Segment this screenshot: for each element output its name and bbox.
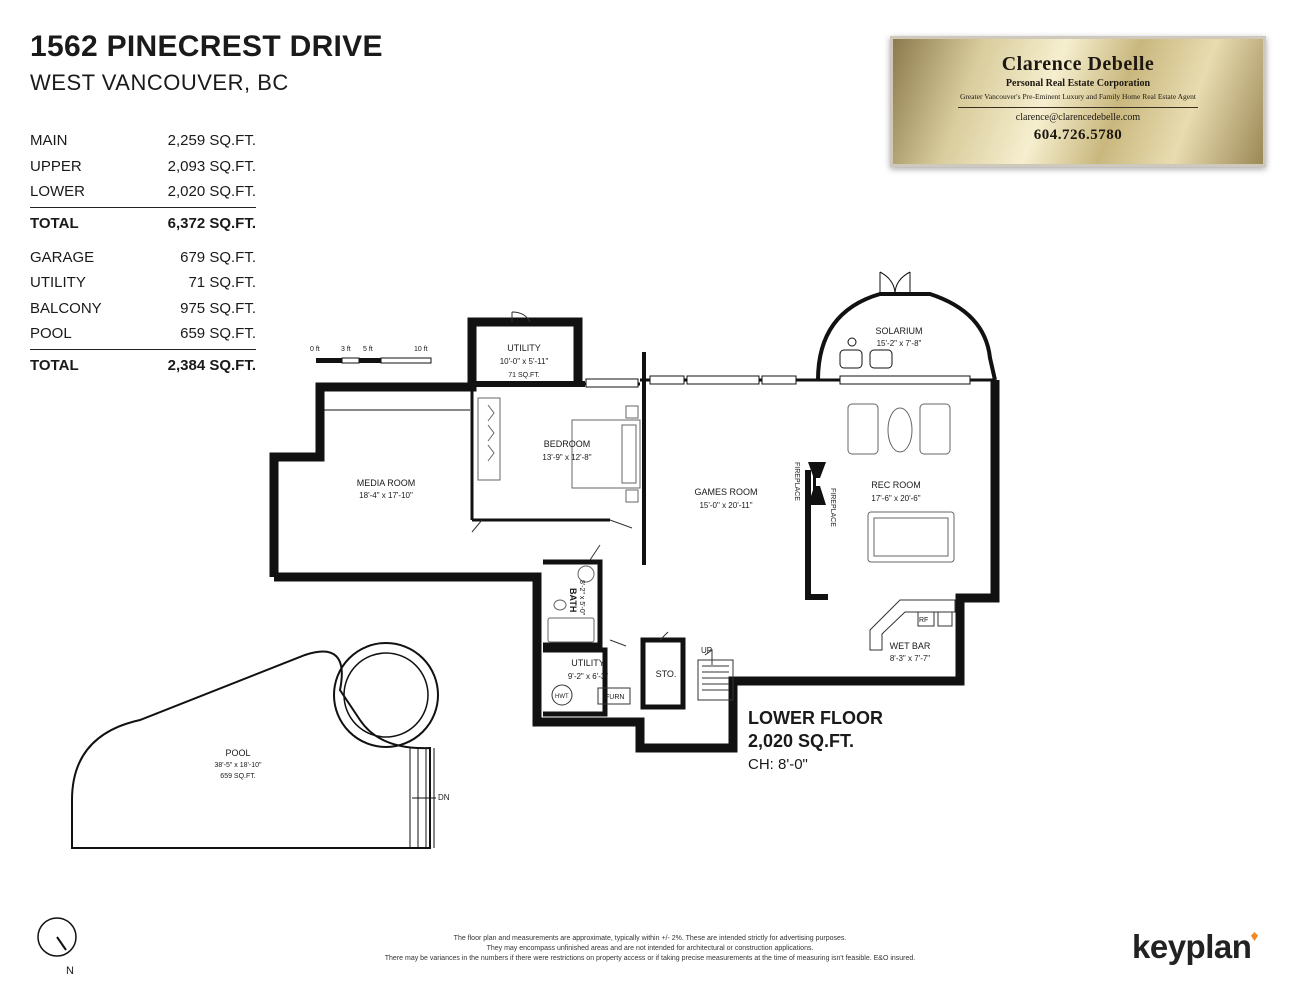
room-dims: 38'-5" x 18'-10" [215, 762, 262, 769]
area-label: UTILITY [30, 274, 86, 292]
room-name: REC ROOM [871, 480, 921, 490]
area-label: TOTAL [30, 356, 79, 374]
area-row-lower: LOWER 2,020 SQ.FT. [30, 179, 256, 205]
plaque-divider [958, 107, 1198, 108]
room-name: SOLARIUM [875, 326, 922, 336]
scale-bar: 0 ft 3 ft 5 ft 10 ft [310, 346, 432, 364]
room-dims: 8'-3" x 7'-7" [890, 654, 930, 663]
floor-summary: LOWER FLOOR 2,020 SQ.FT. CH: 8'-0" [748, 708, 883, 773]
stairs [697, 649, 734, 701]
doors [471, 311, 669, 647]
property-address: 1562 PINECREST DRIVE [30, 30, 383, 63]
area-row-balcony: BALCONY 975 SQ.FT. [30, 296, 256, 322]
wet-bar-counter [869, 599, 956, 651]
area-value: 6,372 SQ.FT. [167, 214, 256, 232]
room-dims: 10'-0" x 5'-11" [500, 357, 549, 366]
area-label: GARAGE [30, 248, 95, 266]
area-value: 2,020 SQ.FT. [167, 183, 256, 201]
fireplace-label: FIREPLACE [793, 462, 800, 501]
agent-plaque: Clarence Debelle Personal Real Estate Co… [890, 36, 1266, 167]
room-name: BEDROOM [544, 439, 591, 449]
area-value: 679 SQ.FT. [180, 248, 256, 266]
room-name: GAMES ROOM [694, 487, 757, 497]
stairs-down-label: DN [438, 793, 450, 802]
compass-label: N [66, 965, 74, 977]
fixture-label-rf: RF [919, 617, 928, 624]
room-labels: UTILITY 10'-0" x 5'-11" 71 SQ.FT. SOLARI… [215, 326, 931, 780]
room-name: MEDIA ROOM [357, 478, 416, 488]
area-label: MAIN [30, 132, 68, 150]
windows [585, 375, 971, 388]
room-area: 659 SQ.FT. [220, 773, 255, 780]
scale-tick: 5 ft [363, 346, 373, 353]
room-dims: 18'-4" x 17'-10" [359, 491, 413, 500]
scale-tick: 10 ft [414, 346, 428, 353]
area-summary-table: MAIN 2,259 SQ.FT. UPPER 2,093 SQ.FT. LOWER… [30, 128, 256, 381]
room-area: 71 SQ.FT. [508, 372, 540, 379]
area-row-total-living: TOTAL 6,372 SQ.FT. [30, 206, 256, 239]
room-name: BATH [568, 588, 578, 612]
solarium [816, 271, 997, 381]
area-value: 2,259 SQ.FT. [167, 132, 256, 150]
disclaimer-line: The floor plan and measurements are appr… [453, 935, 847, 942]
disclaimer-line: There may be variances in the numbers if… [384, 955, 916, 962]
area-label: BALCONY [30, 299, 102, 317]
agent-corporation: Personal Real Estate Corporation [1005, 78, 1151, 89]
area-label: LOWER [30, 183, 86, 201]
scale-tick: 3 ft [341, 346, 351, 353]
floor-ceiling-height: CH: 8'-0" [748, 756, 808, 773]
area-label: POOL [30, 325, 72, 343]
utility-fixtures [551, 684, 631, 706]
room-name: POOL [225, 748, 250, 758]
agent-email[interactable]: clarence@clarencedebelle.com [1015, 112, 1141, 123]
fireplace-icon: FIREPLACE FIREPLACE [793, 462, 836, 527]
disclaimer-line: They may encompass unfinished areas and … [486, 945, 814, 952]
area-row-main: MAIN 2,259 SQ.FT. [30, 128, 256, 154]
area-row-total-other: TOTAL 2,384 SQ.FT. [30, 348, 256, 381]
room-name: UTILITY [571, 658, 605, 668]
pool [71, 642, 439, 849]
area-value: 71 SQ.FT. [188, 274, 256, 292]
room-name: WET BAR [890, 641, 931, 651]
agent-tagline: Greater Vancouver's Pre-Eminent Luxury a… [960, 92, 1196, 101]
area-value: 659 SQ.FT. [180, 325, 256, 343]
room-dims: 15'-0" x 20'-11" [699, 501, 752, 510]
bath-fixtures [547, 565, 595, 643]
logo-flame-icon [1250, 932, 1259, 941]
room-name: UTILITY [507, 343, 541, 353]
rec-room-furniture [847, 403, 955, 563]
room-dims: 15'-2" x 7'-8" [877, 339, 922, 348]
area-row-garage: GARAGE 679 SQ.FT. [30, 245, 256, 271]
area-label: TOTAL [30, 214, 79, 232]
disclaimer: The floor plan and measurements are appr… [300, 934, 1000, 964]
north-compass-icon: N [37, 917, 77, 977]
area-value: 975 SQ.FT. [180, 299, 256, 317]
area-value: 2,093 SQ.FT. [167, 157, 256, 175]
floor-area: 2,020 SQ.FT. [748, 731, 854, 751]
room-dims: 8'-2" x 5'-0" [578, 580, 585, 616]
bedroom-furniture [477, 397, 641, 503]
area-row-pool: POOL 659 SQ.FT. [30, 321, 256, 347]
keyplan-logo: keyplan [1132, 928, 1252, 965]
stairs-up-label: UP [701, 646, 712, 655]
area-row-upper: UPPER 2,093 SQ.FT. [30, 154, 256, 180]
scale-tick: 0 ft [310, 346, 320, 353]
fixture-label-furn: FURN [605, 694, 624, 701]
property-city: WEST VANCOUVER, BC [30, 70, 289, 95]
room-dims: 9'-2" x 6'-3" [568, 672, 608, 681]
agent-phone[interactable]: 604.726.5780 [1033, 127, 1123, 143]
area-row-utility: UTILITY 71 SQ.FT. [30, 270, 256, 296]
fixture-label-hwt: HWT [555, 694, 569, 700]
area-label: UPPER [30, 157, 82, 175]
room-name: STO. [656, 669, 677, 679]
area-value: 2,384 SQ.FT. [167, 356, 256, 374]
fireplace-label: FIREPLACE [829, 488, 836, 527]
room-dims: 13'-9" x 12'-8" [542, 453, 591, 462]
room-dims: 17'-6" x 20'-6" [871, 494, 920, 503]
agent-name: Clarence Debelle [1001, 53, 1155, 75]
floor-name: LOWER FLOOR [748, 708, 883, 728]
